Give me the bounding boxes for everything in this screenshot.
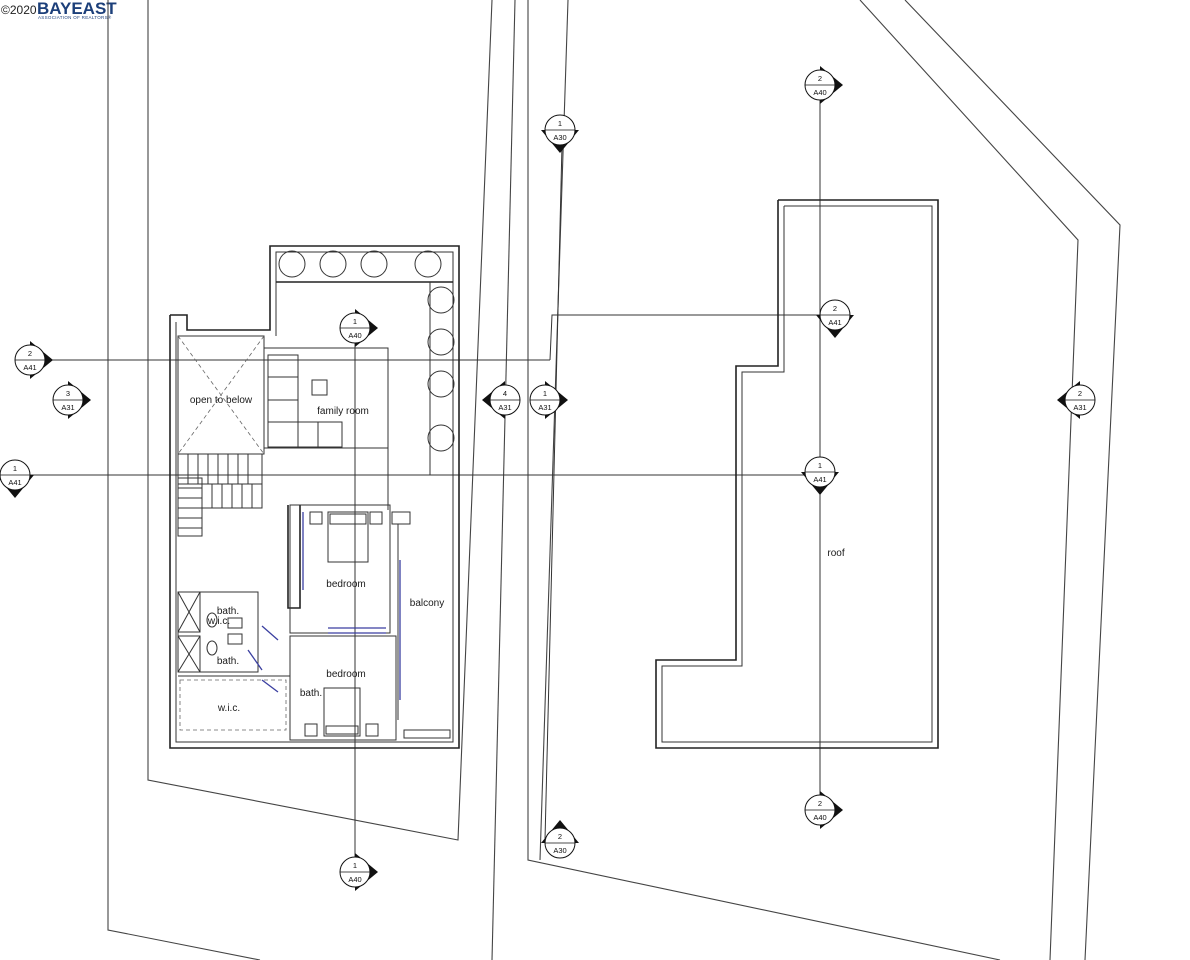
section-marker-number: 1 <box>13 464 17 473</box>
watermark-year: ©2020 <box>1 3 37 17</box>
section-marker-number: 2 <box>833 304 837 313</box>
property-lines <box>107 0 1121 960</box>
section-marker-sheet: A41 <box>23 363 36 372</box>
section-marker-number: 1 <box>558 119 562 128</box>
sectional-sofa <box>267 354 299 448</box>
coffee-table <box>311 379 328 396</box>
bed-1 <box>327 511 369 563</box>
section-marker-number: 4 <box>503 389 507 398</box>
stairs <box>177 453 263 537</box>
shower-1 <box>177 591 201 633</box>
section-marker-number: 2 <box>1078 389 1082 398</box>
section-marker-sheet: A31 <box>538 403 551 412</box>
section-marker-number: 1 <box>818 461 822 470</box>
section-marker-sheet: A30 <box>553 846 566 855</box>
watermark-subtitle: ASSOCIATION OF REALTORS® <box>38 14 112 20</box>
section-marker-sheet: A41 <box>828 318 841 327</box>
watermark-brand: BAYEAST <box>37 0 117 18</box>
section-marker-number: 2 <box>28 349 32 358</box>
section-marker-number: 1 <box>353 317 357 326</box>
section-marker-number: 3 <box>66 389 70 398</box>
section-marker-number: 2 <box>558 832 562 841</box>
section-marker-sheet: A41 <box>8 478 21 487</box>
shower-2 <box>177 635 201 673</box>
section-marker-sheet: A41 <box>813 475 826 484</box>
label-bedroom-1: bedroom <box>326 579 365 590</box>
label-wic-1: w.i.c. <box>207 616 230 627</box>
section-marker-number: 2 <box>818 74 822 83</box>
section-marker-sheet: A40 <box>348 875 361 884</box>
section-marker-number: 1 <box>353 861 357 870</box>
label-bath-1: bath. <box>217 606 239 617</box>
planter-trees <box>278 250 455 452</box>
section-marker-sheet: A40 <box>813 813 826 822</box>
bed-2 <box>323 687 361 737</box>
label-bath-3: bath. <box>300 688 322 699</box>
label-family-room: family room <box>317 406 369 417</box>
label-bath-2: bath. <box>217 656 239 667</box>
section-marker-number: 1 <box>543 389 547 398</box>
section-lines <box>15 80 835 870</box>
section-marker-sheet: A31 <box>61 403 74 412</box>
section-marker-sheet: A31 <box>1073 403 1086 412</box>
label-bedroom-2: bedroom <box>326 669 365 680</box>
section-marker-sheet: A40 <box>348 331 361 340</box>
watermark: ©2020 BAYEAST ASSOCIATION OF REALTORS® <box>1 0 117 20</box>
section-markers: 2A413A311A411A401A404A311A311A302A302A40… <box>0 66 1096 891</box>
section-marker-number: 2 <box>818 799 822 808</box>
section-marker-sheet: A31 <box>498 403 511 412</box>
label-roof: roof <box>827 548 844 559</box>
section-marker-sheet: A40 <box>813 88 826 97</box>
roof-outline <box>655 199 939 749</box>
section-marker-sheet: A30 <box>553 133 566 142</box>
label-balcony: balcony <box>410 598 444 609</box>
label-wic-2: w.i.c. <box>217 703 240 714</box>
label-open-to-below: open to below <box>190 395 253 406</box>
building-floor <box>169 245 460 749</box>
room-labels: open to below family room bedroom balcon… <box>190 395 845 714</box>
